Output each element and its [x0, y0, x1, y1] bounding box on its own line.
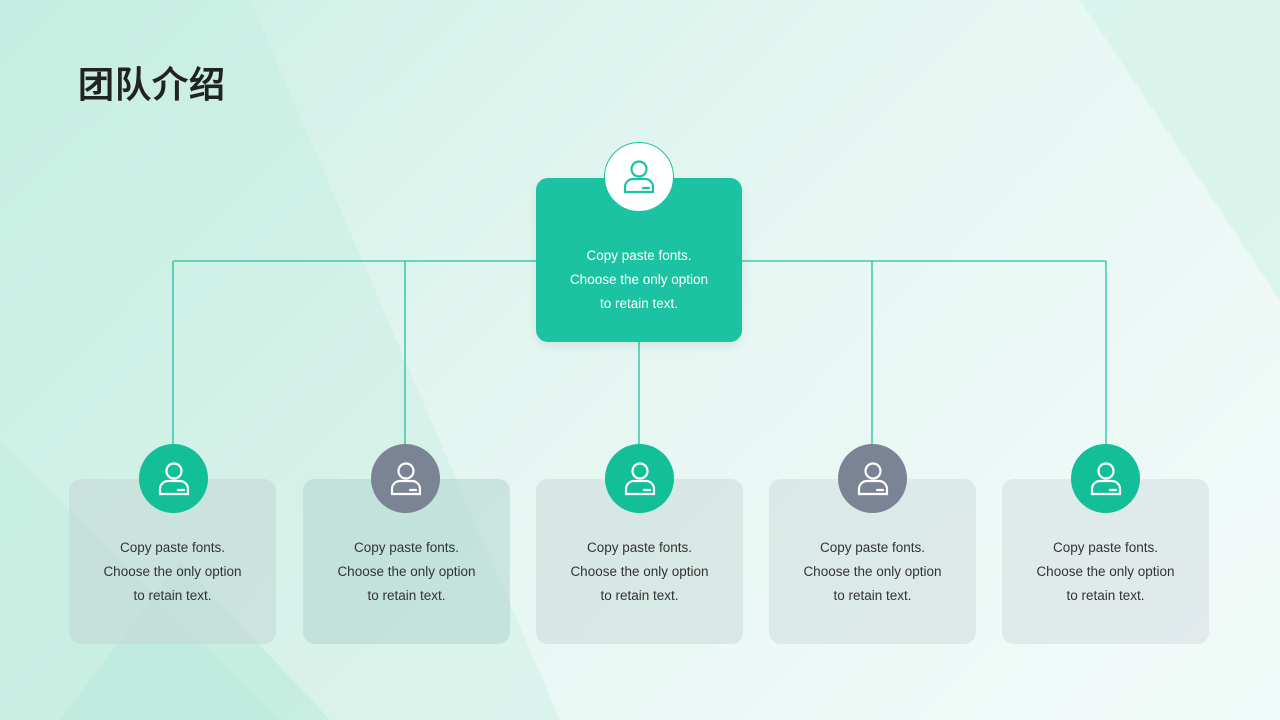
- top-node-avatar: [604, 142, 674, 212]
- member-avatar-4: [838, 444, 907, 513]
- user-icon: [158, 461, 189, 495]
- user-icon: [623, 160, 655, 194]
- user-icon: [1090, 461, 1121, 495]
- text-line: to retain text.: [600, 588, 679, 603]
- text-line: to retain text.: [599, 296, 679, 311]
- member-text-3: Copy paste fonts. Choose the only option…: [536, 536, 743, 608]
- member-text-5: Copy paste fonts. Choose the only option…: [1002, 536, 1209, 608]
- top-node-text: Copy paste fonts. Choose the only option…: [536, 244, 742, 316]
- slide-title: 团队介绍: [78, 65, 227, 106]
- member-avatar-1: [139, 444, 208, 513]
- member-avatar-5: [1071, 444, 1140, 513]
- text-line: Copy paste fonts.: [819, 540, 926, 555]
- user-icon: [857, 461, 888, 495]
- text-line: to retain text.: [833, 588, 912, 603]
- text-line: Choose the only option: [103, 564, 242, 579]
- member-text-1: Copy paste fonts. Choose the only option…: [69, 536, 276, 608]
- member-text-4: Copy paste fonts. Choose the only option…: [769, 536, 976, 608]
- text-line: Copy paste fonts.: [119, 540, 226, 555]
- text-line: to retain text.: [133, 588, 212, 603]
- text-line: Copy paste fonts.: [353, 540, 460, 555]
- text-line: Choose the only option: [1036, 564, 1175, 579]
- member-text-2: Copy paste fonts. Choose the only option…: [303, 536, 510, 608]
- user-icon: [624, 461, 655, 495]
- text-line: Copy paste fonts.: [1052, 540, 1159, 555]
- member-avatar-2: [371, 444, 440, 513]
- user-icon: [390, 461, 421, 495]
- text-line: to retain text.: [367, 588, 446, 603]
- text-line: to retain text.: [1066, 588, 1145, 603]
- text-line: Copy paste fonts.: [586, 540, 693, 555]
- text-line: Copy paste fonts.: [586, 248, 692, 263]
- text-line: Choose the only option: [569, 272, 709, 287]
- member-avatar-3: [605, 444, 674, 513]
- text-line: Choose the only option: [803, 564, 942, 579]
- text-line: Choose the only option: [570, 564, 709, 579]
- text-line: Choose the only option: [337, 564, 476, 579]
